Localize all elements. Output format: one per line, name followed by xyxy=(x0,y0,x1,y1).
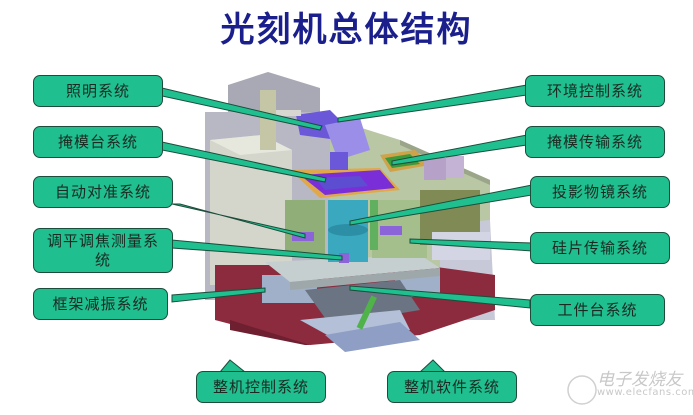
callout-auto-alignment-system: 自动对准系统 xyxy=(33,176,173,208)
callout-label: 硅片传输系统 xyxy=(551,238,648,257)
callout-label: 掩模传输系统 xyxy=(546,132,643,151)
callout-illumination-system: 照明系统 xyxy=(33,75,163,107)
callout-reticle-transfer-system: 掩模传输系统 xyxy=(525,126,665,158)
callout-wafer-transfer-system: 硅片传输系统 xyxy=(530,232,670,264)
page-title: 光刻机总体结构 xyxy=(220,10,473,50)
watermark-name: 电子发烧友 xyxy=(597,370,682,390)
callout-label: 自动对准系统 xyxy=(54,182,151,201)
callout-frame-vibration-isolation-system: 框架减振系统 xyxy=(33,288,168,320)
callout-label: 掩模台系统 xyxy=(57,132,138,151)
callout-environment-control-system: 环境控制系统 xyxy=(525,75,665,107)
callout-label: 调平调焦测量系统 xyxy=(46,231,159,269)
callout-label: 照明系统 xyxy=(65,81,130,100)
callout-projection-lens-system: 投影物镜系统 xyxy=(530,176,670,208)
callout-wafer-stage-system: 工件台系统 xyxy=(530,294,665,326)
callout-machine-software-system: 整机软件系统 xyxy=(387,371,517,403)
callout-label: 框架减振系统 xyxy=(52,294,149,313)
callout-label: 环境控制系统 xyxy=(546,81,643,100)
callout-label: 工件台系统 xyxy=(557,300,638,319)
watermark-url: www.elecfans.com xyxy=(597,387,693,398)
callout-reticle-stage-system: 掩模台系统 xyxy=(33,126,163,158)
callout-label: 整机控制系统 xyxy=(212,377,309,396)
watermark-logo-icon xyxy=(567,375,597,405)
callout-machine-control-system: 整机控制系统 xyxy=(196,371,326,403)
callout-leveling-focus-measurement-system: 调平调焦测量系统 xyxy=(33,228,173,273)
callout-label: 整机软件系统 xyxy=(403,377,500,396)
callout-label: 投影物镜系统 xyxy=(551,182,648,201)
